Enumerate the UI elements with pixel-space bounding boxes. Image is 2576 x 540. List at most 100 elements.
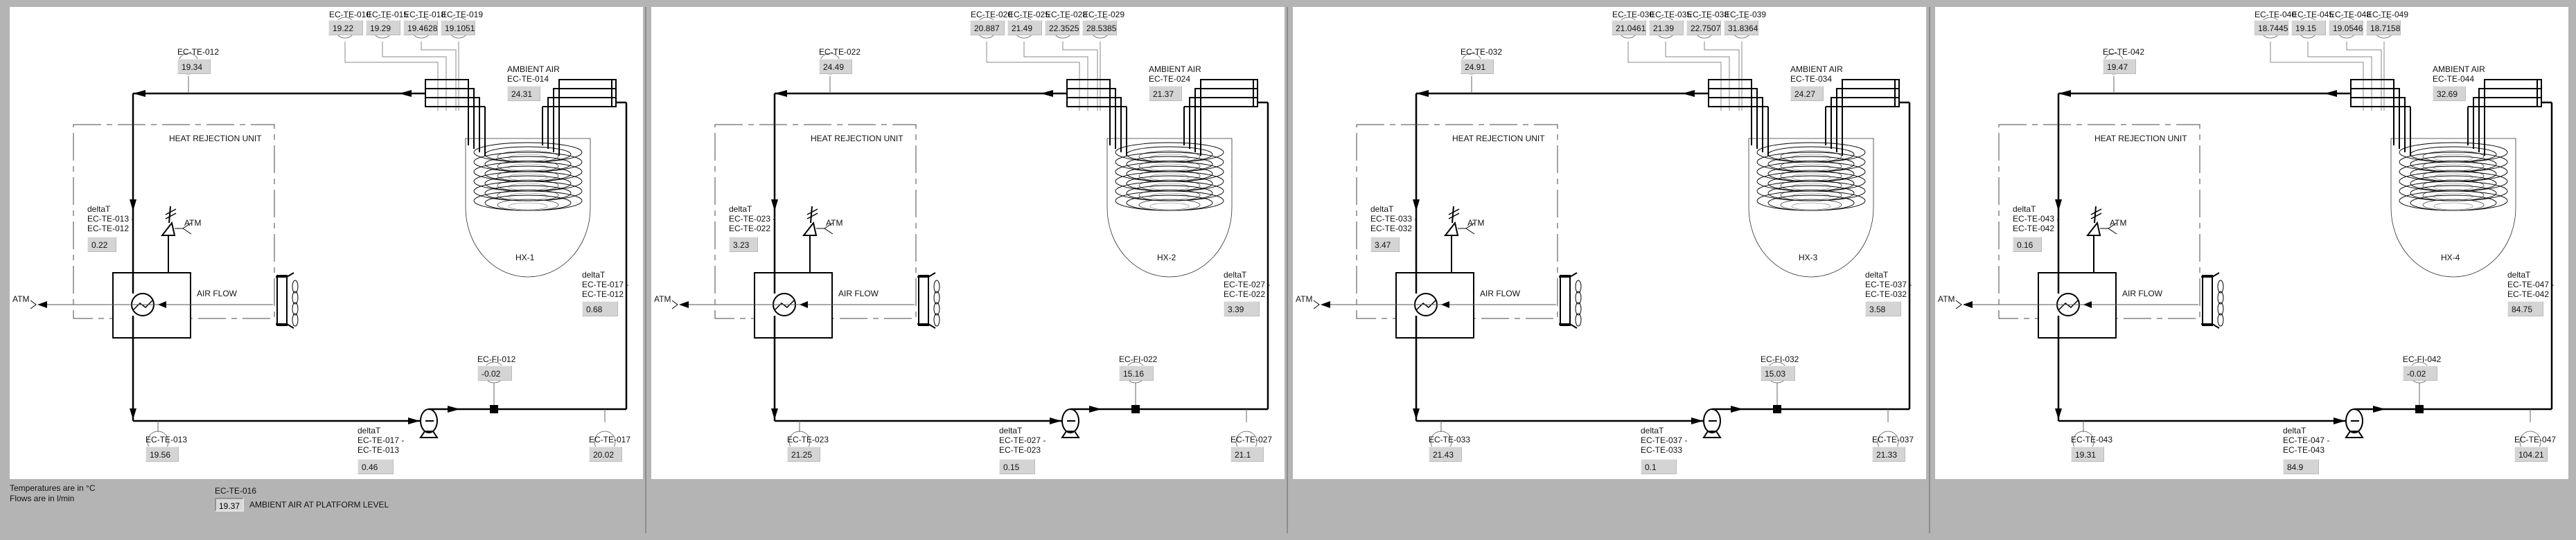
supply-sensor-value: 21.33 [1872,447,1905,462]
fan-icon [2201,272,2224,329]
hx-delta-title: deltaT [582,270,606,280]
pump-delta-line2: EC-TE-033 [1641,445,1683,455]
coil-sensor-value: 19.0546 [2329,20,2363,35]
hru-delta-line2: EC-TE-042 [2013,224,2055,233]
hx-delta-line2: EC-TE-042 [2507,289,2550,299]
coil-sensor-value: 31.8364 [1724,20,1758,35]
vent-atm-label: ATM [184,218,202,228]
return-sensor-value: 19.34 [177,59,211,74]
manifold-right [2467,79,2542,156]
hx-delta-value: 0.68 [582,301,618,316]
cold-sensor-value: 19.56 [145,447,179,462]
air-flow-label: AIR FLOW [838,289,879,298]
flow-meter-icon [1773,405,1781,413]
pump-icon [1702,408,1722,438]
coil-sensor-tag: EC-TE-018 [404,10,446,19]
hx-delta-value: 84.75 [2507,301,2543,316]
units-temperature: Temperatures are in °C [10,483,96,493]
ambient-air-title: AMBIENT AIR [1790,64,1843,74]
flow-sensor-tag: EC-FI-042 [2403,354,2442,364]
units-note: Temperatures are in °C Flows are in l/mi… [10,483,96,504]
supply-pipe [1070,101,1269,413]
coil-sensor-value: 21.0461 [1612,20,1646,35]
supply-pipe [2354,101,2553,413]
pump-delta-line1: EC-TE-037 - [1641,435,1688,445]
exhaust-atm-label: ATM [1938,294,1955,304]
ambient-air-title: AMBIENT AIR [507,64,560,74]
fan-icon [1559,272,1582,329]
return-sensor-tag: EC-TE-012 [177,47,220,57]
coil-sensor-value: 19.22 [328,20,363,35]
relief-valve-icon [1443,206,1475,273]
return-pipe [132,90,425,175]
hx-delta-line2: EC-TE-032 [1865,289,1907,299]
pump-delta-line2: EC-TE-023 [999,445,1041,455]
coil-sensor-value: 21.49 [1007,20,1042,35]
coil-sensor-value: 28.5385 [1082,20,1117,35]
pump-delta-value: 84.9 [2283,459,2319,474]
air-flow-label: AIR FLOW [1480,289,1521,298]
hx-delta-line2: EC-TE-022 [1224,289,1266,299]
vent-atm-label: ATM [1467,218,1485,228]
return-sensor-tag: EC-TE-032 [1461,47,1503,57]
coil-sensor-value: 20.887 [970,20,1005,35]
flow-meter-icon [490,405,498,413]
manifold-left [425,79,486,156]
pump-delta-value: 0.1 [1641,459,1677,474]
heat-exchanger-vessel [465,138,591,278]
pump-delta-line2: EC-TE-013 [358,445,400,455]
air-flow-line [1313,300,1556,309]
hx-delta-value: 3.39 [1224,301,1260,316]
hx-delta-line1: EC-TE-047 - [2507,280,2555,289]
hx-delta-line1: EC-TE-027 - [1224,280,1271,289]
coil-sensor-tag: EC-TE-040 [2255,10,2297,19]
hru-delta-line1: EC-TE-023 - [729,214,776,224]
ambient-air-value: 24.31 [507,86,540,101]
flow-sensor-value: -0.02 [2403,366,2437,381]
pump-delta-line1: EC-TE-027 - [999,435,1046,445]
supply-pipe [429,101,628,413]
coil-sensor-tag: EC-TE-020 [971,10,1013,19]
hx-delta-line2: EC-TE-012 [582,289,624,299]
vent-atm-label: ATM [826,218,843,228]
hx-delta-line1: EC-TE-017 - [582,280,629,289]
ambient-air-title: AMBIENT AIR [1149,64,1201,74]
flow-sensor-tag: EC-FI-032 [1761,354,1799,364]
air-flow-line [30,300,273,309]
air-flow-line [1955,300,2198,309]
hru-exchanger-icon [754,272,833,339]
relief-valve-icon [160,206,192,273]
sensor-leaders [2083,42,2531,432]
heat-exchanger-label: HX-4 [2441,253,2460,262]
pump-icon [419,408,439,438]
cold-sensor-tag: EC-TE-013 [145,435,188,444]
vent-atm-label: ATM [2110,218,2127,228]
coil-sensor-value: 21.39 [1649,20,1684,35]
coil-sensor-value: 22.7507 [1686,20,1721,35]
hru-exchanger-icon [1395,272,1474,339]
air-flow-label: AIR FLOW [2122,289,2163,298]
hru-delta-value: 0.22 [87,237,116,252]
ambient-air-tag: EC-TE-014 [507,74,549,84]
manifold-left [1708,79,1769,156]
ambient-air-tag: EC-TE-044 [2433,74,2475,84]
relief-valve-icon [2085,206,2117,273]
pump-delta-value: 0.15 [999,459,1035,474]
return-sensor-value: 19.47 [2103,59,2136,74]
supply-sensor-value: 104.21 [2514,447,2548,462]
flow-sensor-tag: EC-FI-012 [477,354,516,364]
manifold-right [1825,79,1900,156]
hx-delta-value: 3.58 [1865,301,1901,316]
platform-sensor-label: AMBIENT AIR AT PLATFORM LEVEL [249,500,389,510]
panel-separator [1929,7,1930,533]
pump-delta-line2: EC-TE-043 [2283,445,2325,455]
exhaust-atm-label: ATM [12,294,30,304]
coil-sensor-tag: EC-TE-028 [1046,10,1088,19]
heat-rejection-unit-title: HEAT REJECTION UNIT [2094,134,2187,143]
supply-sensor-tag: EC-TE-017 [589,435,631,444]
return-pipe [2057,90,2351,175]
air-flow-label: AIR FLOW [197,289,238,298]
cold-sensor-tag: EC-TE-023 [787,435,829,444]
